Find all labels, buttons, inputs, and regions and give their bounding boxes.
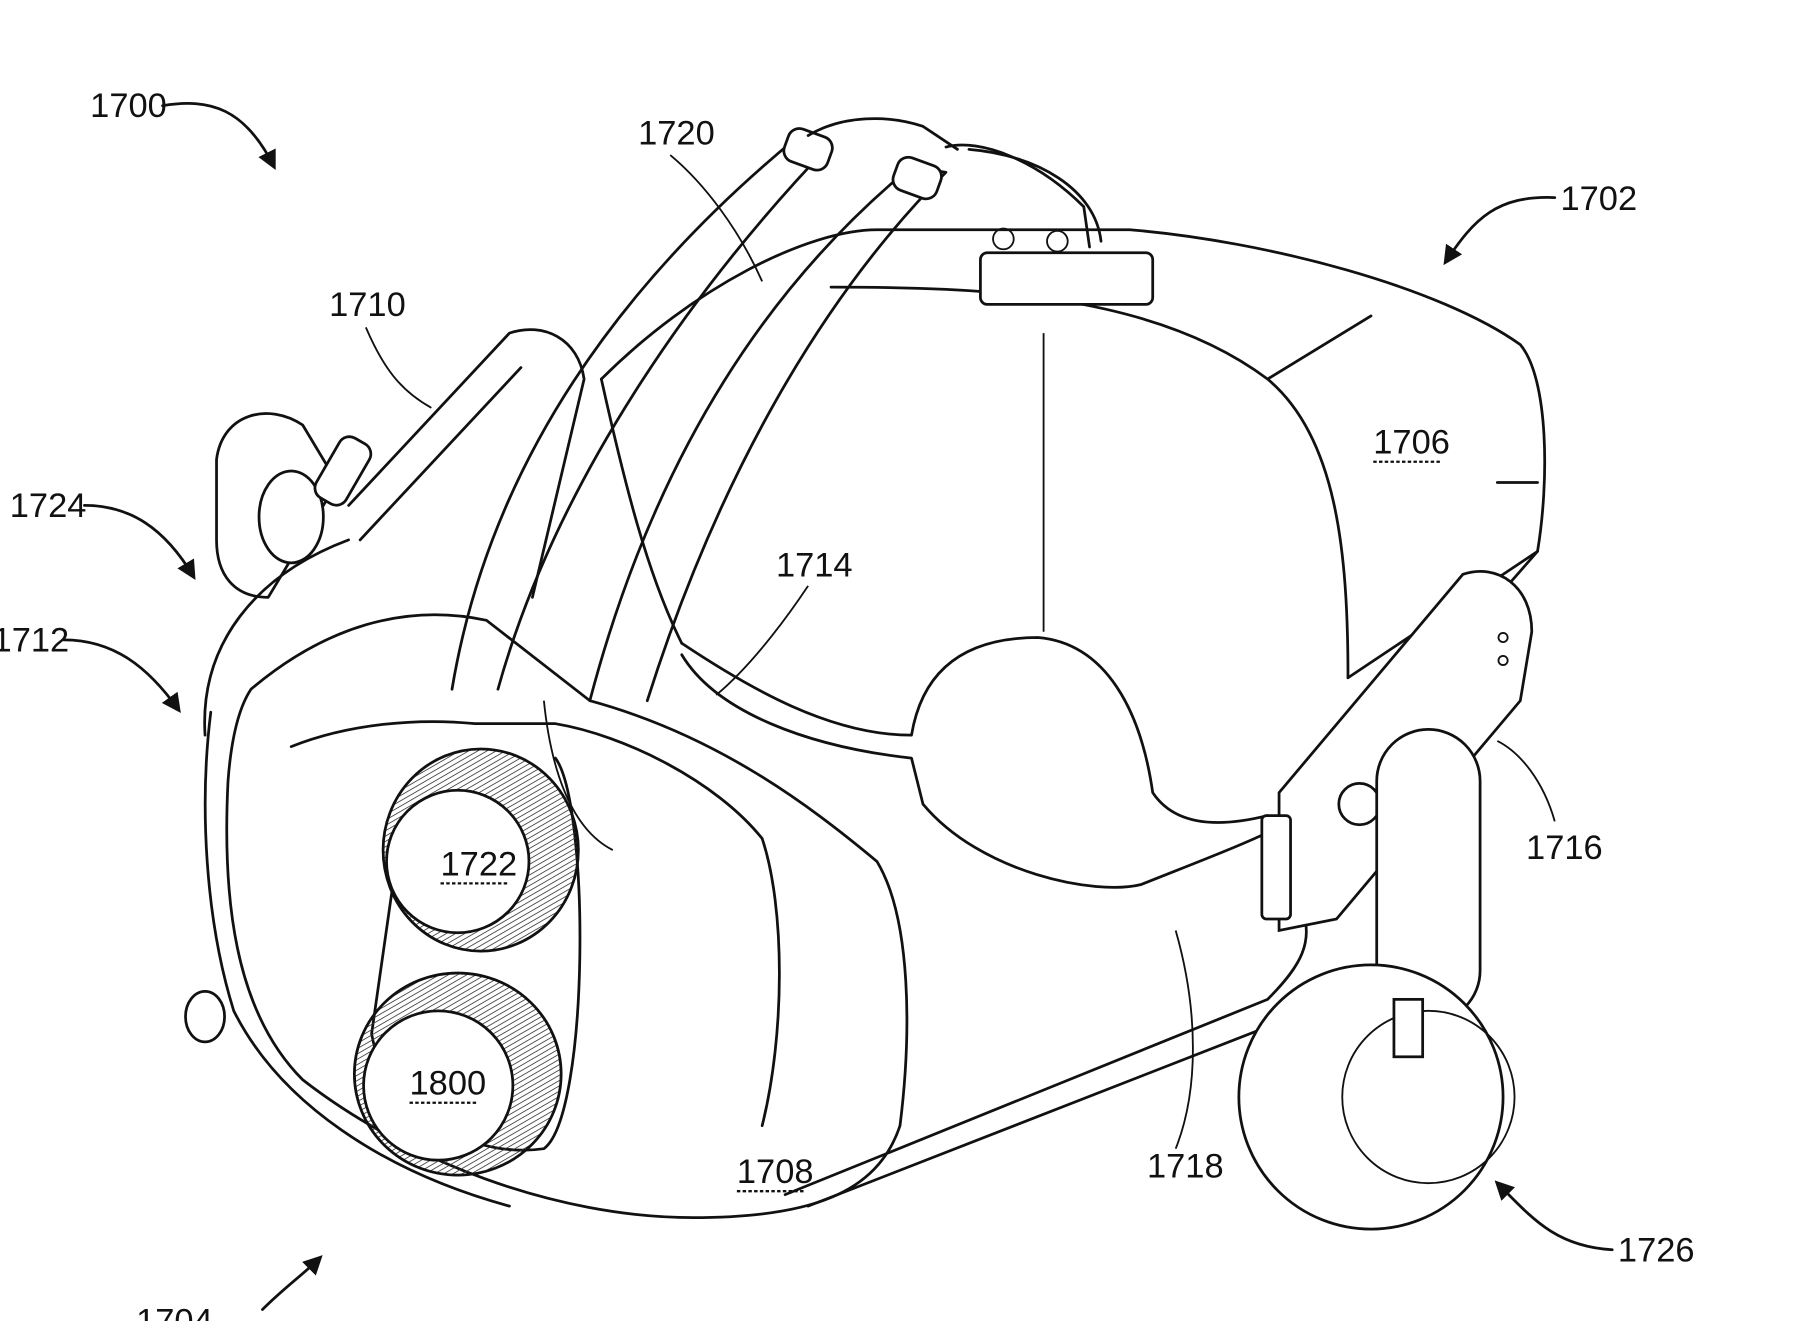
headset-body [599,228,1547,889]
label-1714: 1714 [776,547,853,585]
label-1726: 1726 [1618,1231,1695,1269]
label-1718: 1718 [1147,1147,1224,1185]
reference-labels: 1700 1702 1704 1706 1708 1710 1712 1714 … [0,87,1695,1321]
label-1706: 1706 [1373,424,1450,462]
label-1708: 1708 [737,1153,814,1191]
label-1800: 1800 [410,1065,487,1103]
lenses [352,747,582,1177]
label-1710: 1710 [329,286,406,324]
headphone-arm [1237,570,1534,1231]
leader-lines [62,102,1614,1311]
label-1720: 1720 [638,115,715,153]
label-1704: 1704 [136,1302,213,1321]
label-1700: 1700 [90,87,167,125]
label-1722: 1722 [441,845,518,883]
label-1716: 1716 [1526,829,1603,867]
label-1712: 1712 [0,621,69,659]
label-1724: 1724 [10,487,87,525]
top-strap [450,117,1155,703]
label-1702: 1702 [1561,180,1638,218]
side-strap [184,328,586,1044]
